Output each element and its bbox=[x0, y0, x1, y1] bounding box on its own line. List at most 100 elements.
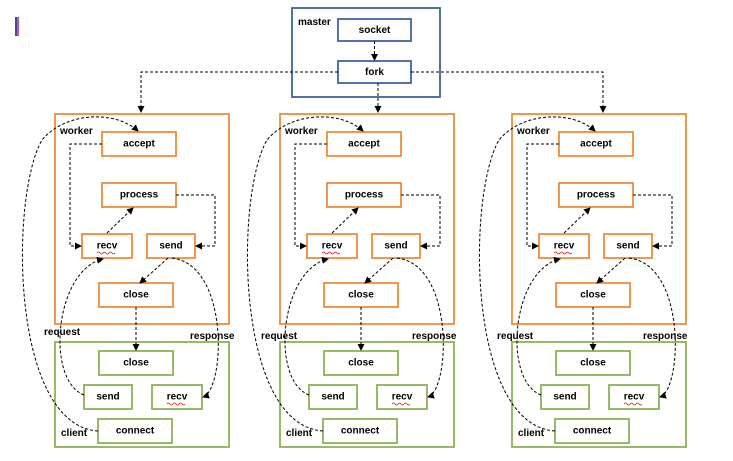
arrow-accept-to-recv bbox=[294, 143, 327, 250]
fork-node[interactable]: fork bbox=[337, 60, 412, 84]
client-recv-node-label: recv bbox=[167, 392, 188, 403]
worker-send-node[interactable]: send bbox=[371, 233, 421, 259]
spellcheck-squiggle bbox=[321, 251, 341, 255]
spellcheck-squiggle bbox=[391, 402, 411, 406]
client-send-node[interactable]: send bbox=[83, 384, 133, 410]
accept-node[interactable]: accept bbox=[326, 131, 402, 157]
arrow-worker-send-response bbox=[628, 257, 676, 399]
worker-recv-node[interactable]: recv bbox=[538, 233, 590, 259]
connect-node-label: connect bbox=[573, 426, 612, 437]
client-recv-node-box bbox=[608, 384, 660, 410]
column-3: worker accept process recv send close cl… bbox=[479, 113, 688, 448]
client-close-node[interactable]: close bbox=[98, 350, 174, 376]
worker-close-node[interactable]: close bbox=[98, 282, 174, 308]
worker-close-node[interactable]: close bbox=[323, 282, 399, 308]
arrow-fork-to-worker-1 bbox=[137, 71, 338, 113]
worker-recv-node-label: recv bbox=[322, 241, 343, 252]
socket-node-label: socket bbox=[359, 25, 391, 36]
client-label: client bbox=[518, 428, 545, 439]
client-close-node-box bbox=[98, 350, 174, 376]
accept-node-box bbox=[326, 131, 402, 157]
master-container bbox=[291, 7, 441, 98]
client-recv-node[interactable]: recv bbox=[376, 384, 428, 410]
worker-close-node[interactable]: close bbox=[555, 282, 631, 308]
client-close-node[interactable]: close bbox=[555, 350, 631, 376]
spellcheck-squiggle bbox=[96, 251, 116, 255]
client-recv-node-label: recv bbox=[624, 392, 645, 403]
connect-node[interactable]: connect bbox=[322, 418, 398, 444]
client-recv-node[interactable]: recv bbox=[151, 384, 203, 410]
client-send-node-label: send bbox=[96, 392, 119, 403]
client-send-node[interactable]: send bbox=[540, 384, 590, 410]
process-node-label: process bbox=[577, 190, 616, 201]
column-2: worker accept process recv send close cl… bbox=[247, 113, 457, 448]
client-close-node-label: close bbox=[348, 358, 374, 369]
worker-close-node-box bbox=[555, 282, 631, 308]
worker-close-node-label: close bbox=[123, 290, 149, 301]
client-send-node-label: send bbox=[321, 392, 344, 403]
worker-send-node-label: send bbox=[384, 241, 407, 252]
client-container bbox=[54, 341, 230, 448]
arrow-client-send-request bbox=[59, 256, 104, 396]
process-node-box bbox=[558, 182, 634, 208]
column-1: worker accept process recv send close cl… bbox=[22, 113, 235, 448]
arrow-send-to-close bbox=[364, 257, 394, 284]
client-send-node[interactable]: send bbox=[308, 384, 358, 410]
arrow-connect-to-accept bbox=[479, 116, 596, 432]
arrow-send-to-close bbox=[596, 257, 626, 284]
connect-node-box bbox=[322, 418, 398, 444]
connect-node[interactable]: connect bbox=[554, 418, 630, 444]
accept-node-label: accept bbox=[123, 139, 155, 150]
worker-send-node[interactable]: send bbox=[603, 233, 653, 259]
client-recv-node[interactable]: recv bbox=[608, 384, 660, 410]
accept-node-label: accept bbox=[580, 139, 612, 150]
worker-recv-node-label: recv bbox=[97, 241, 118, 252]
accept-node[interactable]: accept bbox=[558, 131, 634, 157]
worker-container bbox=[511, 113, 687, 325]
client-close-node-box bbox=[555, 350, 631, 376]
client-recv-node-label: recv bbox=[392, 392, 413, 403]
client-send-node-label: send bbox=[553, 392, 576, 403]
client-container bbox=[279, 341, 455, 448]
accept-node[interactable]: accept bbox=[101, 131, 177, 157]
worker-label: worker bbox=[59, 126, 93, 137]
client-close-node-box bbox=[323, 350, 399, 376]
process-node[interactable]: process bbox=[326, 182, 402, 208]
spellcheck-squiggle bbox=[553, 251, 573, 255]
worker-send-node-box bbox=[603, 233, 653, 259]
worker-recv-node-label: recv bbox=[554, 241, 575, 252]
arrow-worker-send-response bbox=[396, 257, 444, 399]
accept-node-label: accept bbox=[348, 139, 380, 150]
arrow-fork-to-worker-3 bbox=[411, 71, 607, 113]
worker-send-node-box bbox=[371, 233, 421, 259]
request-label: request bbox=[261, 331, 298, 342]
process-node[interactable]: process bbox=[558, 182, 634, 208]
process-node-label: process bbox=[120, 190, 159, 201]
client-close-node-label: close bbox=[580, 358, 606, 369]
client-close-node[interactable]: close bbox=[323, 350, 399, 376]
worker-send-node-label: send bbox=[616, 241, 639, 252]
response-label: response bbox=[190, 331, 235, 342]
arrow-accept-to-recv bbox=[526, 143, 559, 250]
worker-recv-node[interactable]: recv bbox=[81, 233, 133, 259]
arrow-connect-to-accept bbox=[247, 116, 364, 432]
arrow-connect-to-accept bbox=[22, 116, 139, 432]
arrow-recv-to-process bbox=[563, 207, 591, 234]
worker-close-node-label: close bbox=[580, 290, 606, 301]
process-node[interactable]: process bbox=[101, 182, 177, 208]
worker-container bbox=[279, 113, 455, 325]
worker-send-node-label: send bbox=[159, 241, 182, 252]
arrow-send-to-close bbox=[139, 257, 169, 284]
socket-node[interactable]: socket bbox=[337, 18, 412, 42]
connect-node[interactable]: connect bbox=[97, 418, 173, 444]
client-send-node-box bbox=[83, 384, 133, 410]
connect-node-box bbox=[97, 418, 173, 444]
worker-send-node[interactable]: send bbox=[146, 233, 196, 259]
request-label: request bbox=[44, 327, 81, 338]
process-node-box bbox=[101, 182, 177, 208]
arrow-worker-send-response bbox=[171, 257, 219, 399]
connect-node-label: connect bbox=[116, 426, 155, 437]
arrow-client-send-request bbox=[284, 256, 329, 396]
worker-recv-node[interactable]: recv bbox=[306, 233, 358, 259]
